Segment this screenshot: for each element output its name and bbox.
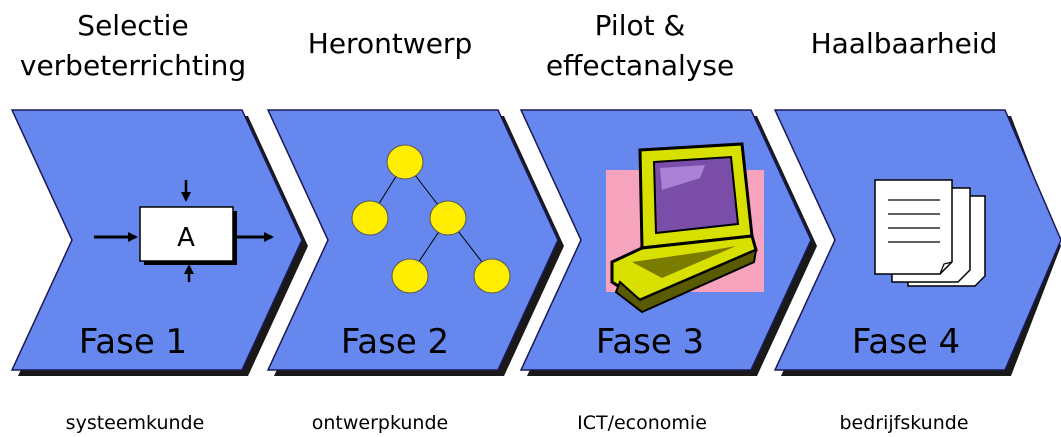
- fase-4-label: Fase 4: [852, 322, 960, 362]
- documents-icon: [874, 179, 986, 287]
- fase-2-label: Fase 2: [341, 322, 449, 362]
- phase-3-title-line-2: effectanalyse: [545, 49, 735, 82]
- phase-4-title-line-1: Haalbaarheid: [810, 27, 998, 60]
- phase-2-title-line-1: Herontwerp: [307, 27, 473, 60]
- phase-1-title-line-1: Selectie: [77, 9, 189, 42]
- fase-1-label: Fase 1: [79, 322, 187, 362]
- phase-1-discipline: systeemkunde: [65, 412, 205, 434]
- process-box-label: A: [177, 223, 195, 253]
- phase-3-discipline: ICT/economie: [577, 412, 707, 434]
- phase-2-title: Herontwerp: [270, 24, 510, 64]
- process-box-icon: A: [94, 180, 274, 282]
- phase-1-title-line-2: verbeterrichting: [19, 49, 247, 82]
- phase-4-title: Haalbaarheid: [764, 24, 1044, 64]
- laptop-icon: [606, 142, 764, 314]
- chevron-2: [266, 109, 564, 376]
- phase-3-title-line-1: Pilot &: [594, 9, 686, 42]
- phase-2-discipline: ontwerpkunde: [311, 412, 449, 434]
- phase-3-title: Pilot & effectanalyse: [520, 6, 760, 86]
- tree-icon: [351, 144, 511, 294]
- phase-1-title: Selectie verbeterrichting: [4, 6, 262, 86]
- phase-4-discipline: bedrijfskunde: [839, 412, 969, 434]
- fase-3-label: Fase 3: [596, 322, 704, 362]
